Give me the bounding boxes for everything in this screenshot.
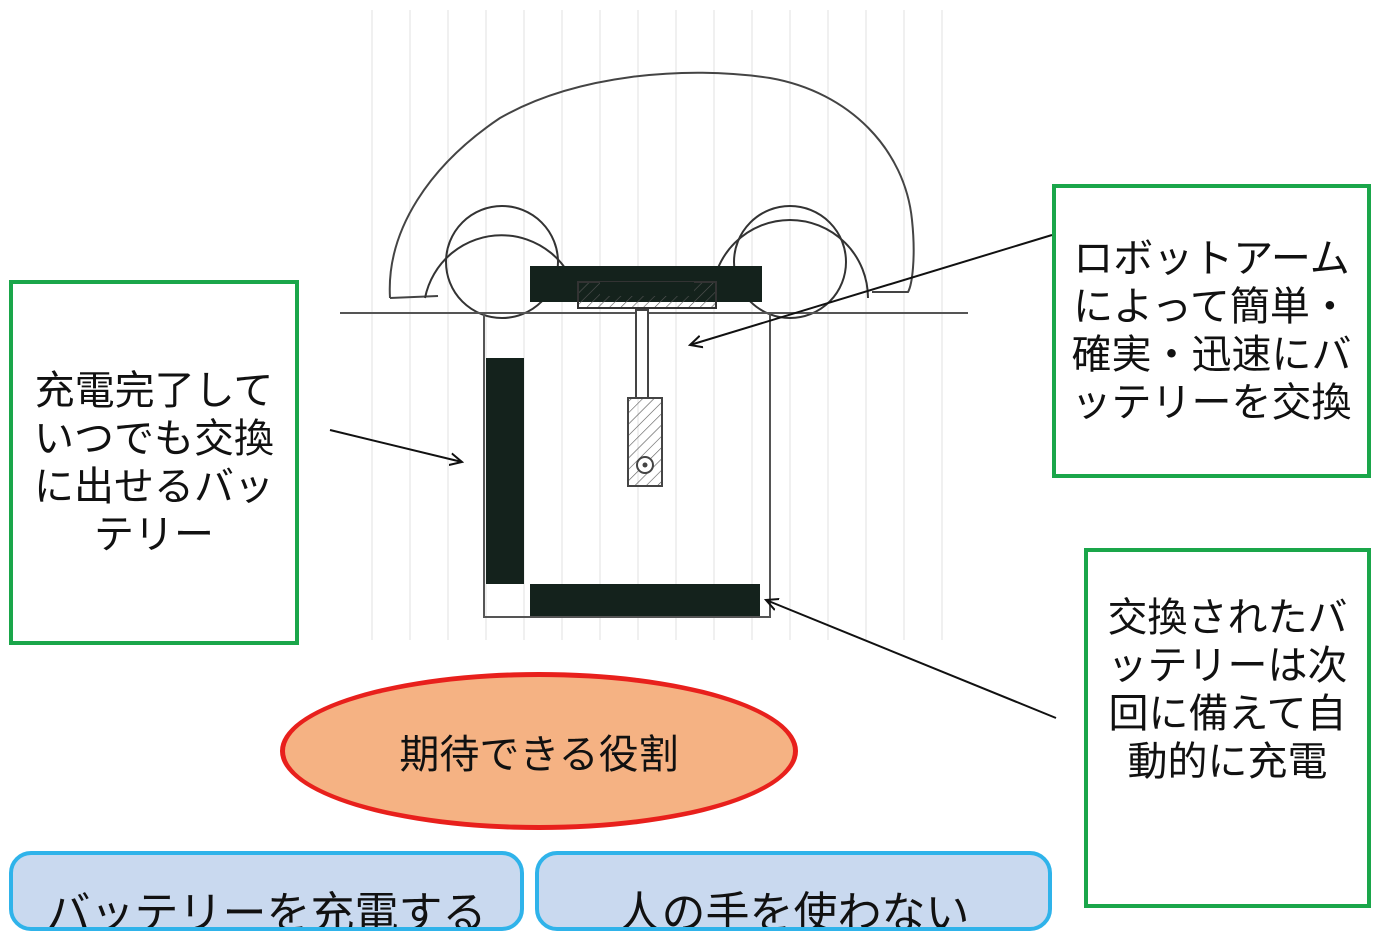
arrow-left-callout (329, 429, 462, 462)
expected-role-ellipse: 期待できる役割 (280, 672, 798, 830)
role-box-no-hands: 人の手を使わない (535, 851, 1052, 931)
arrow-right-bottom-callout (766, 600, 1057, 719)
stored-battery-horizontal (530, 584, 760, 616)
robot-arm-rod (635, 309, 649, 399)
arrow-right-top-callout (690, 234, 1053, 345)
expected-role-label: 期待できる役割 (399, 732, 679, 778)
stored-battery-vertical (486, 358, 524, 584)
station-sketch (329, 10, 1057, 719)
callout-ready-battery: 充電完了していつでも交換に出せるバッテリー (9, 280, 299, 645)
rear-wheel (711, 205, 869, 319)
callout-robot-arm: ロボットアームによって簡単・確実・迅速にバッテリーを交換 (1052, 184, 1371, 478)
callout-robot-arm-text: ロボットアームによって簡単・確実・迅速にバッテリーを交換 (1071, 236, 1352, 426)
role-box-no-hands-label: 人の手を使わない (617, 888, 970, 931)
callout-auto-charge: 交換されたバッテリーは次回に備えて自動的に充電 (1084, 548, 1371, 908)
callout-ready-battery-text: 充電完了していつでも交換に出せるバッテリー (34, 367, 274, 558)
paper-lines (371, 10, 943, 640)
callout-auto-charge-text: 交換されたバッテリーは次回に備えて自動的に充電 (1107, 595, 1348, 785)
station-box (483, 312, 771, 618)
role-box-charge-label: バッテリーを充電する (46, 888, 487, 931)
car-body-outline (388, 71, 915, 299)
role-box-charge: バッテリーを充電する (9, 851, 524, 931)
